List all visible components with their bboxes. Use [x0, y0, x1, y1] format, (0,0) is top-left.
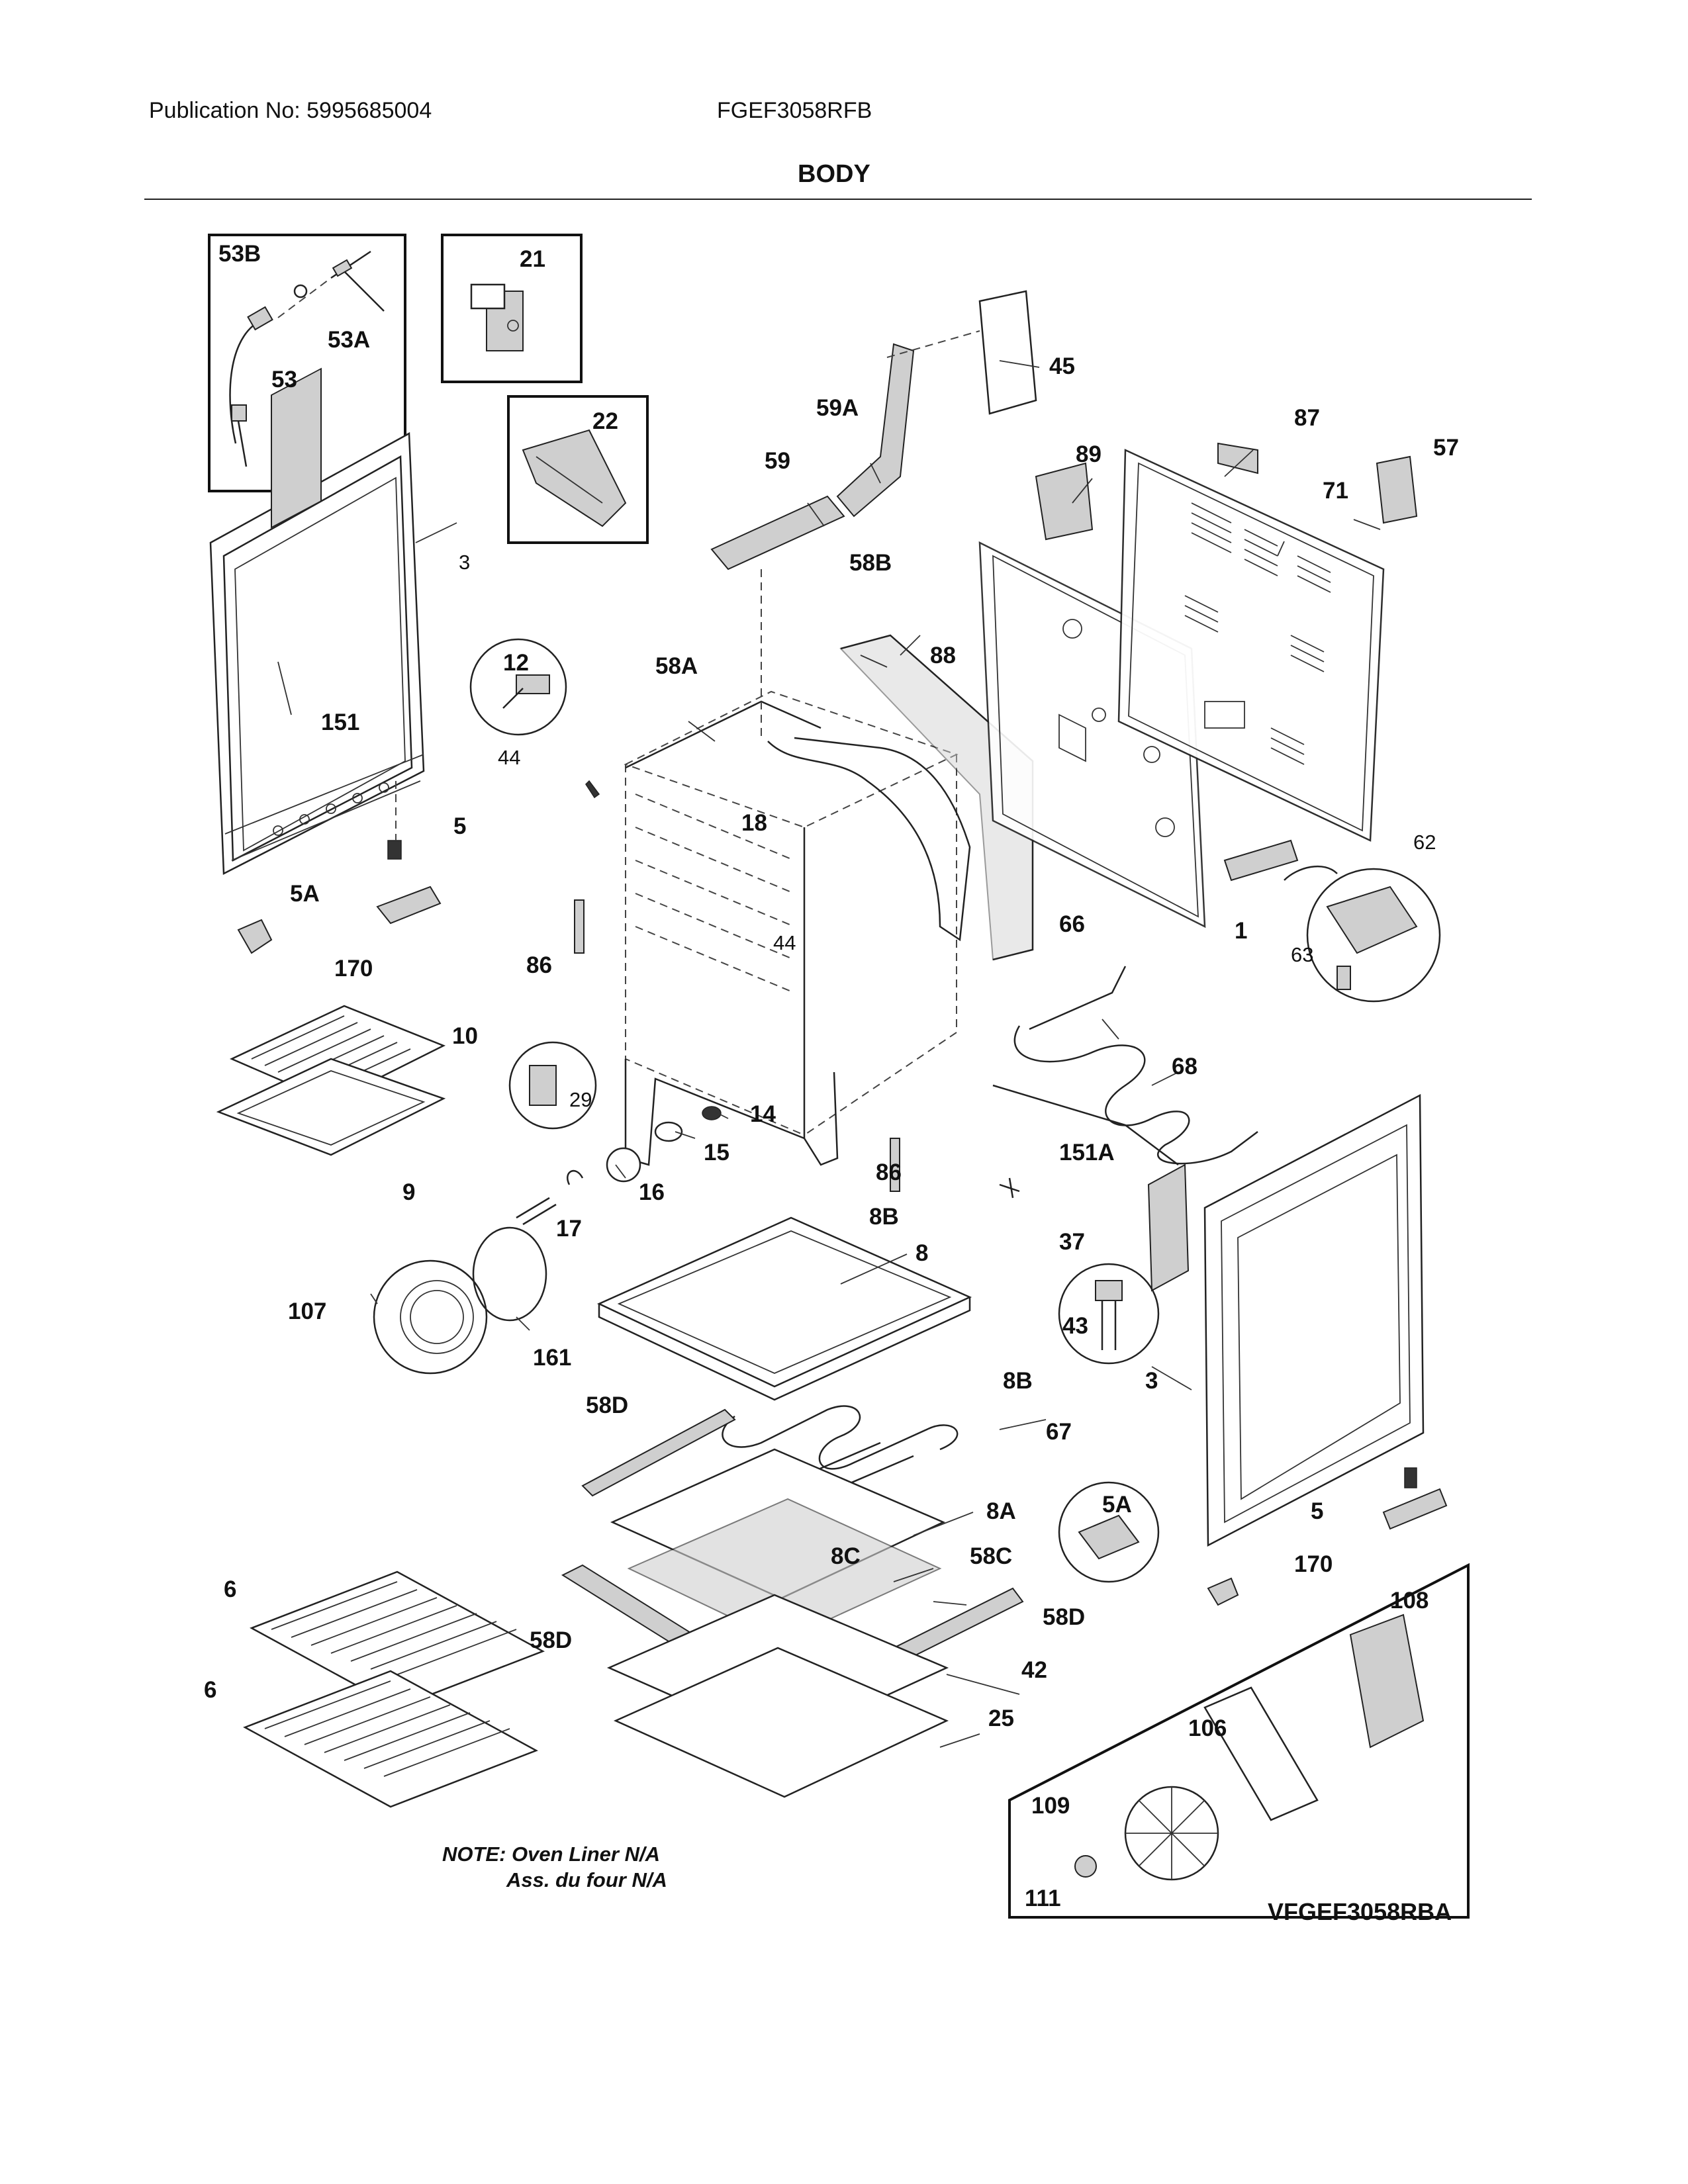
callout-5a-right: 5A: [1102, 1492, 1132, 1518]
callout-1: 1: [1235, 918, 1247, 944]
callout-58a: 58A: [655, 653, 698, 679]
side-panel-right: [999, 1093, 1425, 1547]
callout-12: 12: [503, 650, 529, 676]
callout-106: 106: [1188, 1715, 1227, 1741]
oven-liner-note-en: NOTE: Oven Liner N/A: [442, 1843, 660, 1866]
lower-insulation-and-panels: [561, 1408, 1024, 1798]
callout-22: 22: [592, 408, 618, 434]
callout-58d-top: 58D: [586, 1392, 628, 1418]
header-rule: [144, 199, 1532, 200]
oven-racks: [243, 1570, 545, 1808]
callout-87: 87: [1294, 405, 1320, 431]
callout-5a-left: 5A: [290, 881, 320, 907]
callout-17: 17: [556, 1216, 582, 1242]
callout-109: 109: [1031, 1793, 1070, 1819]
side-panel-left: [209, 367, 425, 876]
leader-lines: [277, 360, 1381, 1748]
callout-10: 10: [452, 1023, 478, 1049]
callout-8b-upper: 8B: [869, 1204, 899, 1230]
inset-part-22-box: [507, 395, 649, 544]
callout-151: 151: [321, 709, 359, 735]
callout-67: 67: [1046, 1419, 1072, 1445]
callout-53b: 53B: [218, 241, 261, 267]
callout-86-upper: 86: [526, 952, 552, 978]
callout-71: 71: [1323, 478, 1348, 504]
callout-53: 53: [271, 367, 297, 392]
callout-89: 89: [1076, 441, 1102, 467]
callout-8c: 8C: [831, 1543, 861, 1569]
callout-8: 8: [915, 1240, 928, 1266]
model-number: FGEF3058RFB: [717, 98, 872, 123]
callout-16: 16: [639, 1179, 665, 1205]
callout-62: 62: [1413, 831, 1436, 854]
publication-number: Publication No: 5995685004: [149, 98, 432, 123]
callout-44-left: 44: [498, 746, 520, 769]
back-panel: [1117, 449, 1385, 842]
convection-kit-inset: [1008, 1563, 1470, 1919]
callout-15: 15: [704, 1140, 729, 1165]
callout-18: 18: [741, 810, 767, 836]
callout-53a: 53A: [328, 327, 370, 353]
callout-labels: 53B 53A 53 21 22 3 151 5 5A 170 12 44 58…: [204, 241, 1459, 1911]
callout-59a: 59A: [816, 395, 859, 421]
callout-14: 14: [750, 1101, 776, 1127]
convection-fan-cover: [373, 1197, 557, 1375]
callout-5-left: 5: [453, 813, 466, 839]
callout-8b-lower: 8B: [1003, 1368, 1033, 1394]
oven-light-assembly: [508, 1041, 722, 1185]
callout-44-right: 44: [773, 931, 796, 954]
convection-kit-reference: VFGEF3058RBA: [1268, 1898, 1452, 1925]
callout-111: 111: [1025, 1886, 1061, 1911]
vent-ducts: [710, 290, 1418, 741]
callout-170-right: 170: [1294, 1551, 1333, 1577]
callout-68: 68: [1172, 1054, 1197, 1079]
callout-25: 25: [988, 1706, 1014, 1731]
callout-88: 88: [930, 643, 956, 668]
callout-58c: 58C: [970, 1543, 1012, 1569]
callout-63: 63: [1291, 943, 1313, 966]
callout-58d-left: 58D: [530, 1627, 572, 1653]
section-title: BODY: [798, 160, 870, 188]
callout-66: 66: [1059, 911, 1085, 937]
rack-supports: [574, 899, 900, 1192]
callout-107: 107: [288, 1298, 326, 1324]
callout-59: 59: [765, 448, 790, 474]
callout-8a: 8A: [986, 1498, 1016, 1524]
callout-29: 29: [569, 1088, 592, 1111]
callout-170-left: 170: [334, 956, 373, 981]
oven-liner-note-fr: Ass. du four N/A: [506, 1868, 667, 1891]
screw-detail-circle: [1058, 1263, 1160, 1365]
leveling-leg-right: [1058, 1467, 1448, 1606]
callout-6-upper: 6: [224, 1576, 236, 1602]
oven-bottom-tray: [597, 1216, 972, 1401]
callout-9: 9: [402, 1179, 415, 1205]
callout-42: 42: [1021, 1657, 1047, 1683]
sensor-detail-circle: [469, 638, 600, 799]
oven-cavity: [624, 690, 959, 1166]
callout-21: 21: [520, 246, 545, 272]
callout-45: 45: [1049, 353, 1075, 379]
inset-part-21-box: [441, 234, 583, 383]
callout-108: 108: [1390, 1588, 1429, 1614]
callout-3-left: 3: [459, 551, 470, 574]
callout-161: 161: [533, 1345, 571, 1371]
callout-37: 37: [1059, 1229, 1085, 1255]
callout-43: 43: [1062, 1313, 1088, 1339]
callout-6-lower: 6: [204, 1677, 216, 1703]
callout-3-right: 3: [1145, 1368, 1158, 1394]
callout-86-lower: 86: [876, 1160, 902, 1185]
broil-element: [992, 966, 1258, 1165]
terminal-block-detail: [1223, 839, 1441, 1003]
broiler-pan: [216, 1005, 446, 1156]
callout-151a: 151A: [1059, 1140, 1115, 1165]
callout-5-right: 5: [1311, 1498, 1323, 1524]
callout-58d-right: 58D: [1043, 1604, 1085, 1630]
leveling-leg-left: [237, 781, 442, 954]
inset-probe-box: [208, 234, 406, 492]
callout-57: 57: [1433, 435, 1459, 461]
callout-58b: 58B: [849, 550, 892, 576]
